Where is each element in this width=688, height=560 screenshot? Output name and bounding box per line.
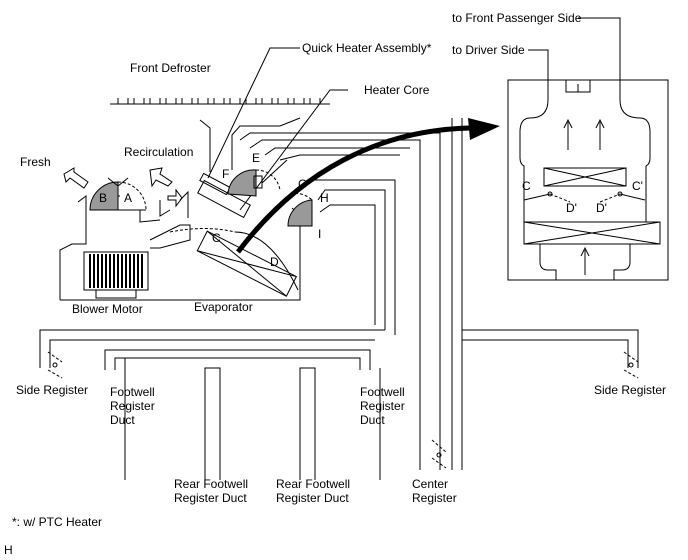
label-rear-footwell-1a: Rear Footwell: [174, 477, 248, 491]
fresh-recirc-damper: [89, 177, 147, 211]
label-footwell-left-1: Footwell: [110, 385, 155, 399]
label-rear-footwell-1b: Register Duct: [174, 491, 247, 505]
side-register-left-valve: [47, 351, 63, 379]
inset-letter-c: C: [522, 179, 531, 193]
airflow-arrowhead-icon: [468, 118, 500, 140]
label-footwell-left-3: Duct: [110, 413, 135, 427]
evaporator-core: [196, 230, 298, 297]
label-side-register-left: Side Register: [16, 383, 88, 397]
label-front-passenger: to Front Passenger Side: [452, 11, 582, 25]
damper-letter-a: A: [124, 191, 132, 205]
label-footwell-right-1: Footwell: [360, 385, 405, 399]
label-rear-footwell-2b: Register Duct: [276, 491, 349, 505]
damper-letter-f: F: [222, 167, 229, 181]
damper-letter-h: H: [320, 191, 329, 205]
inset-up-arrow-left-icon: [563, 118, 573, 150]
flow-arrow-icon: [167, 188, 183, 208]
label-fresh: Fresh: [20, 155, 51, 169]
damper-letter-g: G: [298, 177, 307, 191]
label-center-register-2: Register: [412, 491, 457, 505]
damper-letter-b: B: [99, 191, 107, 205]
center-register-valve: [431, 439, 447, 469]
label-footwell-left-2: Register: [110, 399, 155, 413]
label-driver-side: to Driver Side: [452, 43, 525, 57]
label-quick-heater: Quick Heater Assembly*: [302, 41, 432, 55]
inset-letter-d-prime: D': [596, 201, 607, 215]
fresh-arrow-icon: [63, 167, 89, 189]
label-rear-footwell-2a: Rear Footwell: [276, 477, 350, 491]
label-evaporator: Evaporator: [194, 300, 253, 314]
intake-arrows: [63, 167, 183, 208]
register-ducts: [39, 329, 639, 480]
label-center-register-1: Center: [412, 477, 448, 491]
label-footwell-right-3: Duct: [360, 413, 385, 427]
damper-letter-i: I: [318, 227, 321, 241]
damper-small-rect: [253, 175, 263, 189]
airflow-arrow: [236, 118, 500, 254]
label-blower-motor: Blower Motor: [72, 302, 143, 316]
damper-letter-c: C: [212, 231, 221, 245]
callout-leaders: [207, 17, 621, 211]
damper-letter-e: E: [252, 151, 260, 165]
inset-letters: C C' D' D': [522, 179, 643, 215]
side-register-right-valve: [623, 351, 639, 379]
inset-up-arrow-bottom-icon: [580, 246, 590, 275]
label-footwell-right-2: Register: [360, 399, 405, 413]
text-labels: to Front Passenger Side to Driver Side Q…: [4, 11, 666, 557]
label-corner-mark: H: [4, 543, 13, 557]
label-side-register-right: Side Register: [594, 383, 666, 397]
label-front-defroster: Front Defroster: [130, 61, 211, 75]
recirc-arrow-icon: [149, 167, 173, 188]
label-footnote: *: w/ PTC Heater: [12, 515, 102, 529]
label-heater-core: Heater Core: [364, 83, 430, 97]
mode-inset: [507, 79, 669, 281]
footwell-damper: [287, 192, 313, 227]
inset-letter-c-prime: C': [632, 179, 643, 193]
inset-damper-left: [523, 191, 571, 203]
inset-damper-right: [599, 191, 646, 203]
defroster-damper: [227, 169, 281, 197]
damper-letter-d: D: [270, 255, 279, 269]
inset-up-arrow-right-icon: [595, 118, 605, 150]
inset-letter-d: D': [566, 201, 577, 215]
blower-motor: [83, 251, 149, 299]
label-recirculation: Recirculation: [124, 145, 193, 159]
defroster-outlet: [117, 98, 321, 105]
damper-letters: A B C D E F G H I: [99, 151, 329, 269]
